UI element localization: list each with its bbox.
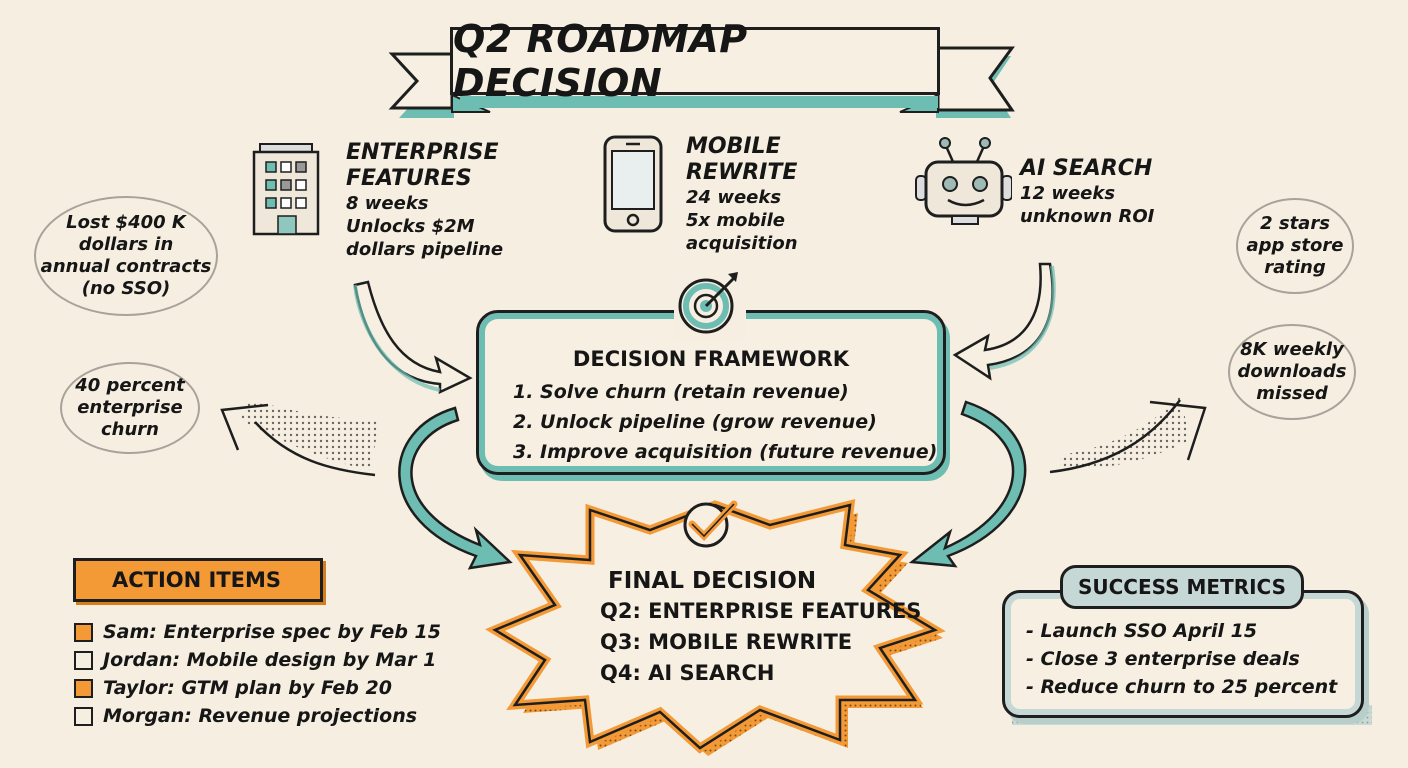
note-line: churn	[101, 419, 159, 440]
checkbox-unchecked[interactable]	[74, 650, 93, 670]
checkbox-checked[interactable]	[74, 622, 93, 642]
note-line: annual contracts	[40, 256, 212, 277]
option-duration: 8 weeks	[346, 193, 429, 214]
option-title: REWRITE	[686, 160, 798, 185]
option-enterprise: ENTERPRISE FEATURES 8 weeks Unlocks $2M …	[346, 140, 503, 261]
checkbox-checked[interactable]	[74, 678, 93, 698]
metric-item: - Launch SSO April 15	[1026, 620, 1258, 642]
option-title: ENTERPRISE	[346, 140, 499, 165]
action-item: Jordan: Mobile design by Mar 1	[74, 646, 441, 674]
action-item-text: Morgan: Revenue projections	[103, 705, 418, 727]
final-decision-item: Q2: ENTERPRISE FEATURES	[600, 599, 922, 623]
action-items-title: ACTION ITEMS	[112, 568, 282, 592]
note-line: app store	[1246, 235, 1344, 256]
option-detail: acquisition	[686, 233, 798, 254]
robot-icon	[915, 137, 1012, 225]
option-mobile: MOBILE REWRITE 24 weeks 5x mobile acquis…	[686, 134, 798, 255]
final-decision-item: Q4: AI SEARCH	[600, 661, 775, 685]
framework-item: 3. Improve acquisition (future revenue)	[513, 441, 938, 463]
final-decision-title: FINAL DECISION	[608, 568, 817, 594]
decision-framework-box: DECISION FRAMEWORK 1. Solve churn (retai…	[476, 310, 946, 475]
option-duration: 24 weeks	[686, 187, 782, 208]
note-line: 8K weekly	[1240, 339, 1344, 360]
option-ai-search: AI SEARCH 12 weeks unknown ROI	[1020, 156, 1154, 228]
option-detail: unknown ROI	[1020, 206, 1155, 227]
success-metrics-list: - Launch SSO April 15 - Close 3 enterpri…	[1026, 617, 1337, 701]
arrow-mobile-downloads	[1049, 395, 1207, 474]
option-title: AI SEARCH	[1020, 156, 1153, 181]
option-detail: 5x mobile	[686, 210, 785, 231]
framework-list: 1. Solve churn (retain revenue) 2. Unloc…	[513, 377, 937, 467]
framework-item: 2. Unlock pipeline (grow revenue)	[513, 411, 877, 433]
option-duration: 12 weeks	[1020, 183, 1116, 204]
note-line: 2 stars	[1260, 213, 1330, 234]
action-item: Taylor: GTM plan by Feb 20	[74, 674, 441, 702]
framework-title: DECISION FRAMEWORK	[572, 347, 850, 371]
action-item-text: Jordan: Mobile design by Mar 1	[103, 649, 437, 671]
note-enterprise-churn: 40 percent enterprise churn	[60, 362, 200, 454]
option-detail: Unlocks $2M	[346, 216, 475, 237]
note-line: 40 percent	[75, 375, 185, 396]
success-metrics-header: SUCCESS METRICS	[1060, 565, 1304, 609]
action-items-header: ACTION ITEMS	[73, 558, 323, 602]
action-item: Sam: Enterprise spec by Feb 15	[74, 618, 441, 646]
note-downloads-missed: 8K weekly downloads missed	[1228, 324, 1356, 420]
metric-item: - Close 3 enterprise deals	[1026, 648, 1300, 670]
smartphone-icon	[603, 135, 663, 233]
option-detail: dollars pipeline	[346, 239, 504, 260]
final-decision: FINAL DECISION Q2: ENTERPRISE FEATURES Q…	[600, 566, 921, 689]
action-items-list: Sam: Enterprise spec by Feb 15 Jordan: M…	[74, 618, 441, 730]
target-icon	[674, 272, 746, 340]
note-line: Lost $400 K	[66, 212, 186, 233]
action-item: Morgan: Revenue projections	[74, 702, 441, 730]
arrow-churn-feedback	[220, 400, 380, 477]
note-line: enterprise	[77, 397, 183, 418]
action-item-text: Taylor: GTM plan by Feb 20	[103, 677, 392, 699]
option-title: MOBILE	[686, 134, 781, 159]
framework-item: 1. Solve churn (retain revenue)	[513, 381, 849, 403]
note-app-store-rating: 2 stars app store rating	[1236, 198, 1354, 294]
success-metrics-title: SUCCESS METRICS	[1077, 575, 1287, 599]
metric-item: - Reduce churn to 25 percent	[1026, 676, 1338, 698]
final-decision-item: Q3: MOBILE REWRITE	[600, 630, 853, 654]
success-metrics-box	[1002, 590, 1364, 718]
page-title: Q2 ROADMAP DECISION	[453, 17, 748, 105]
action-item-text: Sam: Enterprise spec by Feb 15	[103, 621, 441, 643]
note-line: missed	[1256, 383, 1328, 404]
note-line: downloads	[1237, 361, 1347, 382]
checkmark-icon	[683, 500, 738, 548]
arrow-enterprise-to-framework	[353, 280, 473, 394]
building-icon	[252, 143, 320, 236]
note-line: dollars in	[78, 234, 174, 255]
title-banner: Q2 ROADMAP DECISION	[450, 17, 940, 105]
note-lost-contracts: Lost $400 K dollars in annual contracts …	[34, 196, 218, 316]
note-line: (no SSO)	[81, 278, 171, 299]
checkbox-unchecked[interactable]	[74, 706, 93, 726]
note-line: rating	[1264, 257, 1326, 278]
arrow-ai-to-framework	[952, 262, 1056, 381]
option-title: FEATURES	[346, 166, 472, 191]
